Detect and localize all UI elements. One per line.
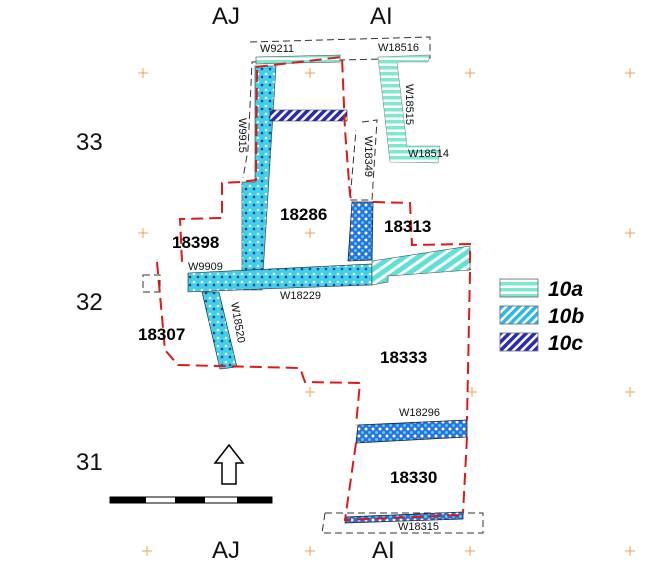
room-label-18398: 18398 [172,233,219,252]
wall-label-w18229: W18229 [280,290,321,302]
room-label-18333: 18333 [380,348,427,367]
scale-bar [109,496,273,504]
wall-w9915 [241,65,277,291]
legend-label-10a: 10a [548,278,583,301]
legend-label-10b: 10b [548,305,584,328]
wall-label-w18514: W18514 [408,148,449,160]
room-label-18286: 18286 [280,205,327,224]
grid-label-aj-top: AJ [212,3,240,30]
wall-w18229-east [371,245,471,286]
legend-label-10c: 10c [548,332,583,355]
room-outline-18286-west [178,69,258,263]
room-outline-18307 [156,261,464,522]
grid-label-aj-bottom: AJ [212,537,240,564]
legend: 10a 10b 10c [499,278,584,355]
wall-label-w9211: W9211 [260,43,294,55]
legend-swatch-10b [499,305,539,325]
room-outline-18286 [255,55,353,203]
grid-label-31: 31 [76,449,103,476]
wall-w9909-w18229 [187,263,373,293]
wall-label-w9915: W9915 [236,118,248,153]
room-label-18307: 18307 [138,325,185,344]
wall-w18296 [355,419,468,444]
room-label-18313: 18313 [384,217,431,236]
grid-crosses [138,68,635,556]
wall-label-w18315: W18315 [398,521,439,533]
wall-label-w18516: W18516 [378,42,419,54]
room-label-18330: 18330 [390,468,437,487]
wall-label-w9909: W9909 [188,261,223,273]
north-arrow-icon [213,443,245,485]
wall-label-w18520: W18520 [228,301,247,343]
wall-w9211 [255,54,341,65]
room-outline-18333 [462,271,471,514]
room-outline-18313 [372,201,471,270]
grid-label-ai-top: AI [370,3,393,30]
grid-label-ai-bottom: AI [372,537,395,564]
grid-label-32: 32 [76,289,103,316]
wall-w18349-fill [347,201,374,262]
legend-swatch-10a [499,278,539,298]
grid-label-33: 33 [76,129,103,156]
wall-label-w18515: W18515 [403,84,415,125]
wall-w18516-w18515-w18514 [377,54,441,164]
wall-label-w18296: W18296 [399,407,440,419]
wall-label-w18349: W18349 [362,136,374,177]
wall-10c-bar [269,109,348,122]
legend-swatch-10c [499,332,539,352]
excavation-outline-left [142,274,161,293]
